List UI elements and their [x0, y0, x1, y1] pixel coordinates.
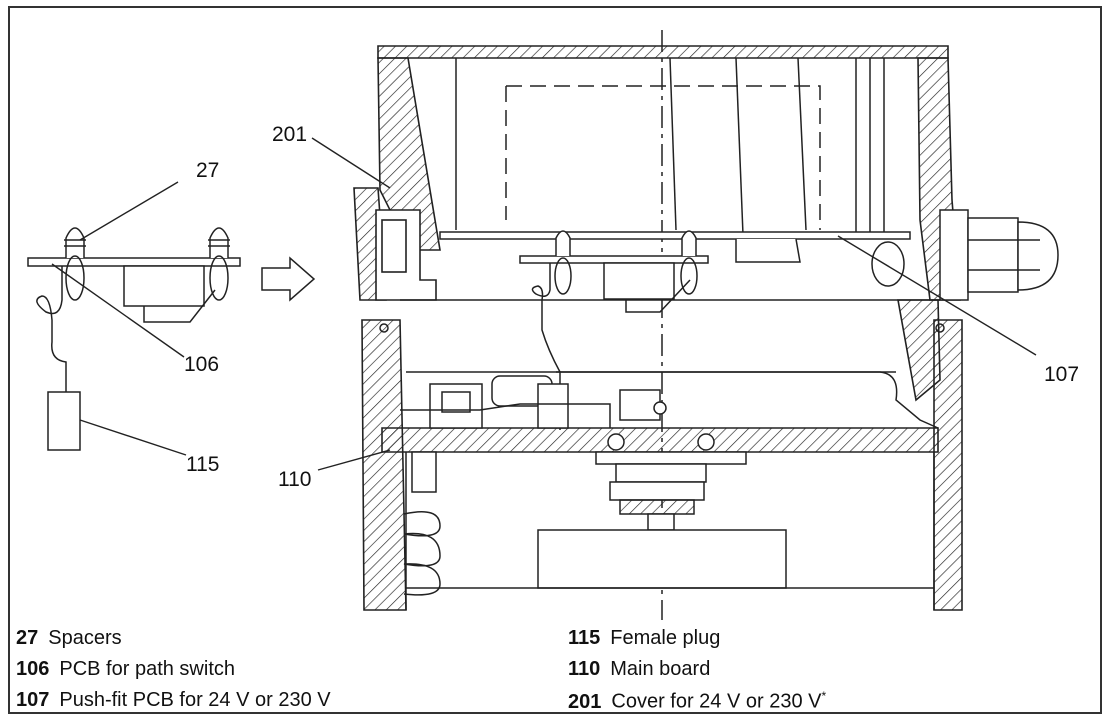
legend-item-27: 27 Spacers: [16, 628, 122, 648]
legend-label: Cover for 24 V or 230 V: [611, 690, 822, 713]
legend-number: 106: [16, 658, 50, 680]
legend-item-107: 107 Push-fit PCB for 24 V or 230 V: [16, 690, 331, 710]
legend-item-201: 201 Cover for 24 V or 230 V*: [568, 690, 826, 712]
housing-outline: [379, 30, 1059, 620]
legend-label: PCB for path switch: [59, 658, 235, 680]
legend-label: Push-fit PCB for 24 V or 230 V: [59, 689, 331, 711]
pcb-detail: [27, 227, 241, 451]
legend-number: 110: [568, 658, 601, 680]
callout-27: 27: [196, 159, 220, 182]
legend-label: Main board: [610, 658, 711, 680]
arrow-icon: [261, 256, 316, 302]
legend-number: 107: [16, 689, 50, 711]
legend-item-106: 106 PCB for path switch: [16, 659, 235, 679]
callout-107: 107: [1044, 363, 1080, 386]
leader-lines: [51, 137, 1037, 471]
legend-number: 115: [568, 627, 601, 649]
footnote-marker: *: [821, 689, 827, 703]
legend-number: 27: [16, 627, 39, 649]
legend-number: 201: [568, 690, 602, 713]
legend-item-115: 115 Female plug: [568, 628, 720, 648]
legend-label: Spacers: [48, 627, 122, 649]
legend-label: Female plug: [610, 627, 721, 649]
callout-106: 106: [184, 353, 220, 376]
callout-110: 110: [278, 468, 312, 491]
callout-201: 201: [272, 123, 308, 146]
callout-115: 115: [186, 453, 220, 476]
legend-item-110: 110 Main board: [568, 659, 710, 679]
